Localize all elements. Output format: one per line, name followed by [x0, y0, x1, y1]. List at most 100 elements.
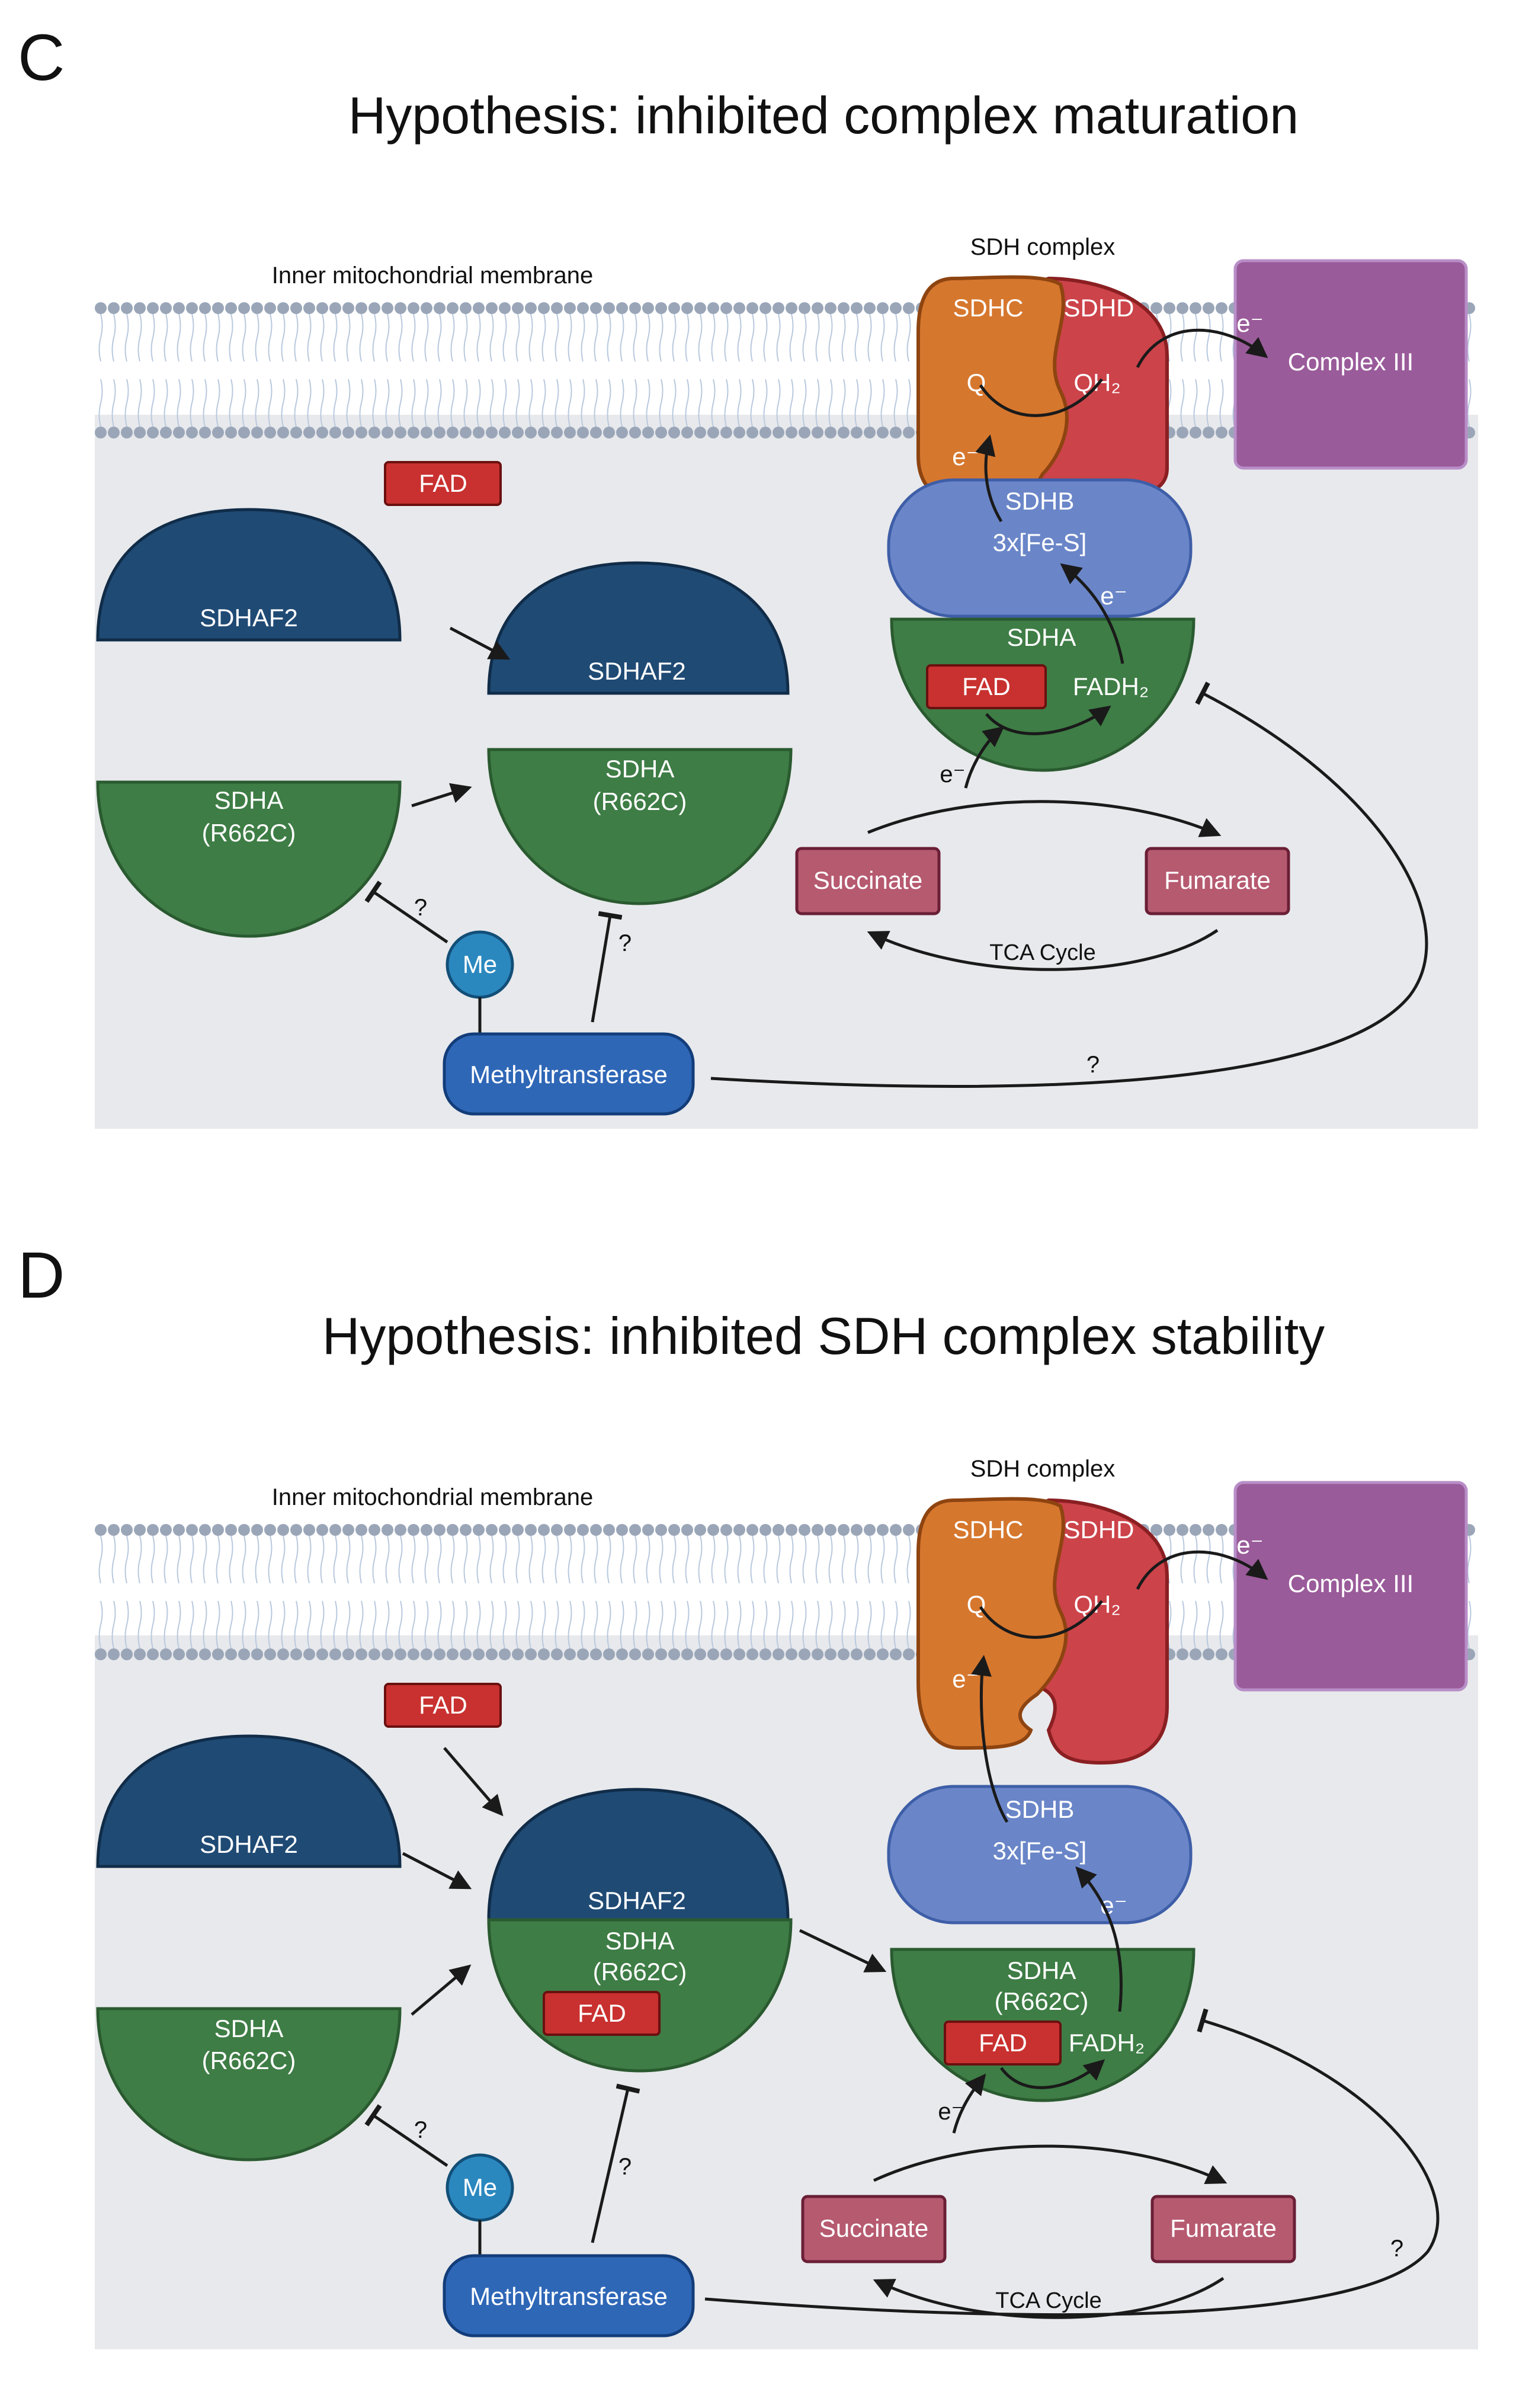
panel-d: D Hypothesis: inhibited SDH complex stab…	[18, 1239, 1478, 2349]
sdha-mutant-label: SDHA	[1007, 1956, 1076, 1984]
sdhaf2-label: SDHAF2	[200, 604, 298, 632]
succinate-label: Succinate	[813, 866, 922, 894]
q-reduction-arrow	[979, 378, 1103, 417]
arrow	[799, 1929, 887, 1972]
sdhaf2-label: SDHAF2	[200, 1830, 298, 1858]
methyltransferase	[443, 2254, 695, 2337]
succinate-label: Succinate	[819, 2214, 928, 2242]
tca-forward-arrow	[873, 2144, 1227, 2185]
question-mark: ?	[414, 2117, 427, 2143]
sdhaf2-bound	[487, 561, 790, 695]
me-label: Me	[463, 950, 497, 978]
methyltransferase-inhibition-arrow	[710, 681, 1428, 1088]
fes-label: 3x[Fe-S]	[993, 1837, 1087, 1865]
sdha-mutant-variant: (R662C)	[995, 1987, 1089, 2015]
q-label: Q	[967, 369, 986, 396]
membrane-label: Inner mitochondrial membrane	[272, 262, 593, 289]
fad-label: FAD	[419, 1691, 467, 1719]
sdha-mutant-label: SDHA	[605, 755, 675, 783]
sdhb-subunit	[887, 478, 1193, 618]
sdhc-subunit	[916, 1497, 1068, 1750]
tca-return-arrow	[867, 928, 1219, 971]
complex-iii-label: Complex III	[1288, 1570, 1414, 1597]
sdha-mutant-free	[96, 780, 402, 938]
complex-iii	[1233, 1481, 1468, 1692]
sdh-complex-label: SDH complex	[970, 234, 1116, 260]
tca-forward-arrow	[867, 800, 1222, 837]
fumarate-box	[1150, 2195, 1296, 2263]
fad-label: FAD	[419, 469, 467, 497]
q-reduction-arrow	[979, 1600, 1103, 1639]
methyltransferase	[443, 1032, 695, 1116]
sdhaf2-free	[96, 1734, 402, 1868]
methyltransferase-label: Methyltransferase	[470, 1061, 668, 1088]
arrows	[364, 328, 1428, 1088]
electron-label: e⁻	[938, 2099, 963, 2125]
sdhb-subunit	[887, 1785, 1193, 1925]
sdhaf2-label: SDHAF2	[588, 657, 686, 685]
tca-cycle-label: TCA Cycle	[989, 940, 1095, 965]
sdha-mutant-free	[96, 2007, 402, 2162]
arrow	[443, 1747, 504, 1817]
question-mark: ?	[618, 2154, 632, 2180]
question-mark: ?	[1086, 1052, 1100, 1078]
panel-title: Hypothesis: inhibited complex maturation	[348, 86, 1299, 145]
arrows	[364, 1550, 1440, 2319]
fad-box	[944, 2020, 1062, 2066]
inhibition-arrow	[364, 880, 448, 944]
complex-iii	[1233, 259, 1468, 470]
sdha-mutant-variant: (R662C)	[202, 819, 296, 847]
inhibition-arrow	[591, 911, 623, 1023]
fes-label: 3x[Fe-S]	[993, 529, 1087, 556]
methyltransferase-inhibition-arrow	[704, 2008, 1440, 2317]
arrow	[402, 1852, 472, 1890]
succinate-box	[801, 2195, 947, 2263]
sdhd-label: SDHD	[1063, 1516, 1134, 1544]
q-label: Q	[967, 1590, 986, 1618]
arrow	[449, 626, 511, 660]
question-mark: ?	[414, 895, 427, 921]
electron-arrow	[975, 434, 1003, 523]
electron-label: e⁻	[1236, 1531, 1264, 1559]
sdhc-label: SDHC	[953, 1516, 1023, 1544]
fad-reduction-arrow	[999, 2059, 1105, 2089]
question-mark: ?	[1390, 2236, 1403, 2262]
fad-reduction-arrow	[985, 705, 1111, 735]
question-mark: ?	[618, 930, 632, 956]
sdha-mutant-bound	[487, 748, 793, 905]
electron-arrow	[964, 726, 1005, 789]
tca-return-arrow	[873, 2276, 1225, 2319]
inhibition-arrow	[364, 2104, 448, 2167]
fumarate-box	[1145, 847, 1290, 915]
sdha-mutant-label: SDHA	[214, 2015, 284, 2042]
arrow	[411, 783, 472, 808]
sdha-mutant-variant: (R662C)	[202, 2047, 296, 2074]
electron-arrow	[971, 1655, 1009, 1823]
fad-label: FAD	[962, 673, 1011, 700]
free-fad-box	[384, 1683, 502, 1728]
panel-letter: D	[18, 1239, 65, 1312]
fad-label: FAD	[578, 1999, 626, 2027]
sdhb-label: SDHB	[1005, 487, 1075, 515]
electron-transfer-arrow	[1136, 328, 1268, 369]
sdhb-label: SDHB	[1005, 1795, 1075, 1823]
sdha-mutant-label: SDHA	[214, 786, 284, 814]
electron-arrow	[1060, 563, 1124, 664]
fadh2-label: FADH₂	[1073, 673, 1149, 700]
sdha-mutant-variant: (R662C)	[593, 1958, 687, 1986]
membrane-label: Inner mitochondrial membrane	[272, 1484, 593, 1510]
qh2-label: QH₂	[1073, 1590, 1120, 1618]
electron-arrow	[1075, 1866, 1123, 2012]
qh2-label: QH₂	[1073, 369, 1120, 396]
sdhaf2-bound	[487, 1788, 790, 1922]
panel-c: C Hypothesis: inhibited complex maturati…	[18, 21, 1478, 1129]
fumarate-label: Fumarate	[1164, 866, 1271, 894]
sdh-complex-label: SDH complex	[970, 1456, 1116, 1482]
fad-box	[926, 664, 1047, 709]
electron-label: e⁻	[1236, 309, 1264, 337]
electron-arrow	[952, 2073, 986, 2134]
tca-cycle-label: TCA Cycle	[995, 2288, 1101, 2313]
panel-title: Hypothesis: inhibited SDH complex stabil…	[322, 1307, 1325, 1365]
fad-box	[543, 1991, 661, 2036]
